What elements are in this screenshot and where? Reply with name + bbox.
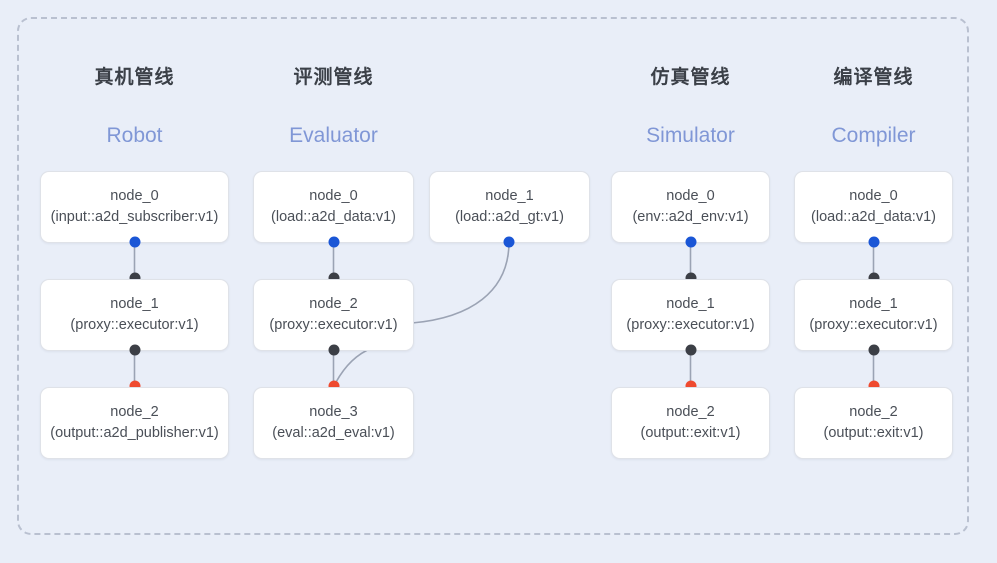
port-input-evaluator-3[interactable] [328, 380, 339, 392]
node-robot-1[interactable]: node_1 (proxy::executor:v1) [40, 279, 229, 351]
node-label-type: (load::a2d_gt:v1) [455, 209, 564, 225]
node-compiler-1[interactable]: node_1 (proxy::executor:v1) [794, 279, 953, 351]
port-output-evaluator-1[interactable] [503, 236, 515, 248]
node-label-type: (input::a2d_subscriber:v1) [50, 209, 219, 225]
column-title-cn-simulator: 仿真管线 [650, 67, 731, 88]
node-robot-2[interactable]: node_2 (output::a2d_publisher:v1) [40, 387, 229, 459]
column-title-en-robot: Robot [106, 124, 163, 147]
node-label-name: node_2 [309, 296, 358, 312]
port-output-robot-1[interactable] [129, 344, 140, 356]
node-compiler-2[interactable]: node_2 (output::exit:v1) [794, 387, 953, 459]
node-evaluator-0[interactable]: node_0 (load::a2d_data:v1) [253, 171, 414, 243]
node-label-type: (load::a2d_data:v1) [271, 209, 396, 225]
column-title-en-evaluator: Evaluator [289, 124, 378, 147]
node-label-type: (output::exit:v1) [823, 425, 924, 441]
node-evaluator-3[interactable]: node_3 (eval::a2d_eval:v1) [253, 387, 414, 459]
node-label-name: node_2 [849, 404, 898, 420]
port-output-compiler-0[interactable] [868, 236, 879, 248]
port-output-compiler-1[interactable] [868, 344, 879, 356]
node-simulator-1[interactable]: node_1 (proxy::executor:v1) [611, 279, 770, 351]
node-evaluator-2[interactable]: node_2 (proxy::executor:v1) [253, 279, 414, 351]
port-output-simulator-0[interactable] [685, 236, 696, 248]
node-label-type: (output::exit:v1) [640, 425, 741, 441]
port-input-robot-2[interactable] [129, 380, 140, 392]
node-label-type: (proxy::executor:v1) [70, 317, 199, 333]
port-input-simulator-1[interactable] [685, 272, 696, 284]
node-label-name: node_0 [849, 188, 898, 204]
port-input-compiler-2[interactable] [868, 380, 879, 392]
node-simulator-0[interactable]: node_0 (env::a2d_env:v1) [611, 171, 770, 243]
node-label-type: (env::a2d_env:v1) [632, 209, 749, 225]
node-evaluator-1[interactable]: node_1 (load::a2d_gt:v1) [429, 171, 590, 243]
pipeline-group-frame [17, 17, 969, 535]
column-title-cn-compiler: 编译管线 [833, 67, 914, 88]
node-label-type: (proxy::executor:v1) [269, 317, 398, 333]
column-title-en-compiler: Compiler [831, 124, 916, 147]
node-label-type: (output::a2d_publisher:v1) [50, 425, 219, 441]
node-label-name: node_2 [110, 404, 159, 420]
port-input-compiler-1[interactable] [868, 272, 879, 284]
node-label-name: node_1 [666, 296, 715, 312]
node-label-name: node_0 [666, 188, 715, 204]
port-output-evaluator-2[interactable] [328, 344, 339, 356]
node-robot-0[interactable]: node_0 (input::a2d_subscriber:v1) [40, 171, 229, 243]
port-input-robot-1[interactable] [129, 272, 140, 284]
node-label-name: node_3 [309, 404, 358, 420]
column-title-cn-robot: 真机管线 [94, 67, 175, 88]
node-label-type: (proxy::executor:v1) [626, 317, 755, 333]
node-simulator-2[interactable]: node_2 (output::exit:v1) [611, 387, 770, 459]
port-output-evaluator-0[interactable] [328, 236, 339, 248]
port-output-simulator-1[interactable] [685, 344, 696, 356]
node-label-name: node_1 [849, 296, 898, 312]
column-title-cn-evaluator: 评测管线 [293, 67, 374, 88]
node-compiler-0[interactable]: node_0 (load::a2d_data:v1) [794, 171, 953, 243]
node-label-name: node_1 [110, 296, 159, 312]
column-title-en-simulator: Simulator [646, 124, 735, 147]
node-label-type: (proxy::executor:v1) [809, 317, 938, 333]
node-label-name: node_0 [110, 188, 159, 204]
port-input-evaluator-2[interactable] [328, 272, 339, 284]
node-label-type: (load::a2d_data:v1) [811, 209, 936, 225]
node-label-name: node_0 [309, 188, 358, 204]
port-output-robot-0[interactable] [129, 236, 140, 248]
node-label-type: (eval::a2d_eval:v1) [272, 425, 395, 441]
port-input-simulator-2[interactable] [685, 380, 696, 392]
node-label-name: node_2 [666, 404, 715, 420]
node-label-name: node_1 [485, 188, 534, 204]
